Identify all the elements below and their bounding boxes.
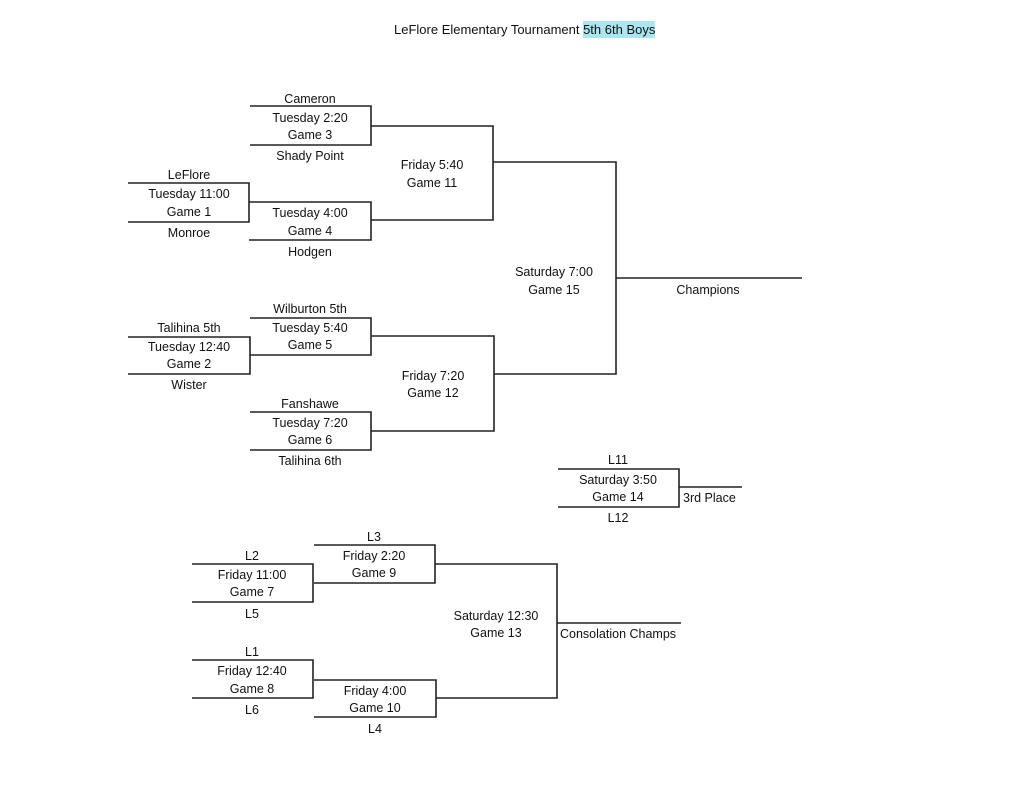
game-1-bottom-team: Monroe [167, 226, 211, 240]
game-15-bracket [493, 161, 617, 375]
game-1-time: Tuesday 11:00 [148, 187, 230, 201]
game-13-time: Saturday 12:30 [453, 609, 539, 623]
game-14-label: Game 14 [592, 490, 644, 504]
game-8-bracket [192, 659, 314, 699]
game-10-bottom-team: L4 [368, 722, 382, 736]
game-5-top-team: Wilburton 5th [273, 302, 347, 316]
game-8-bottom-team: L6 [245, 703, 259, 717]
game-14-bracket [558, 468, 680, 508]
game-6-time: Tuesday 7:20 [272, 416, 348, 430]
game-9-top-team: L3 [367, 530, 381, 544]
game-15-time: Saturday 7:00 [515, 265, 593, 279]
game-14-top-team: L11 [608, 453, 628, 467]
game-13-label: Game 13 [470, 626, 522, 640]
game-10-label: Game 10 [349, 701, 401, 715]
game-11-time: Friday 5:40 [400, 158, 464, 172]
game-3-top-team: Cameron [284, 92, 336, 106]
game-2-time: Tuesday 12:40 [147, 340, 231, 354]
game-2-label: Game 2 [166, 357, 212, 371]
page-title: LeFlore Elementary Tournament 5th 6th Bo… [394, 21, 656, 38]
game-1-label: Game 1 [166, 205, 212, 219]
game-5-time: Tuesday 5:40 [272, 321, 348, 335]
game-7-time: Friday 11:00 [217, 568, 287, 582]
game-7-bracket [192, 563, 314, 603]
game-9-label: Game 9 [351, 566, 397, 580]
game-10-time: Friday 4:00 [343, 684, 407, 698]
game-14-time: Saturday 3:50 [579, 473, 657, 487]
game-3-label: Game 3 [287, 128, 333, 142]
game-7-bottom-team: L5 [245, 607, 259, 621]
game-7-label: Game 7 [229, 585, 275, 599]
game-12-bracket [371, 335, 495, 432]
game-15-label: Game 15 [528, 283, 580, 297]
game-2-bottom-team: Wister [171, 378, 207, 392]
game-13-bracket [435, 563, 558, 699]
game-7-top-team: L2 [245, 549, 259, 563]
game-3-time: Tuesday 2:20 [272, 111, 348, 125]
game-14-bottom-team: L12 [607, 511, 629, 525]
game-9-time: Friday 2:20 [342, 549, 406, 563]
game-6-label: Game 6 [287, 433, 333, 447]
game-6-top-team: Fanshawe [281, 397, 339, 411]
game-4-time: Tuesday 4:00 [272, 206, 348, 220]
title-highlight: 5th 6th Boys [583, 21, 656, 38]
game-1-top-team: LeFlore [167, 168, 211, 182]
game-5-label: Game 5 [287, 338, 333, 352]
consolation-champs-label: Consolation Champs [560, 627, 677, 641]
game-8-time: Friday 12:40 [217, 664, 287, 678]
game-2-bracket [128, 336, 251, 375]
champions-label: Champions [676, 283, 740, 297]
game-4-bottom-team: Hodgen [288, 245, 332, 259]
game-4-bracket [249, 201, 372, 241]
game-12-label: Game 12 [407, 386, 459, 400]
game-3-bottom-team: Shady Point [276, 149, 344, 163]
game-8-top-team: L1 [245, 645, 259, 659]
game-2-top-team: Talihina 5th [157, 321, 221, 335]
game-6-bottom-team: Talihina 6th [278, 454, 342, 468]
game-4-label: Game 4 [287, 224, 333, 238]
game-11-label: Game 11 [406, 176, 458, 190]
game-8-label: Game 8 [229, 682, 275, 696]
game-11-bracket [371, 125, 494, 221]
game-12-time: Friday 7:20 [401, 369, 465, 383]
third-place-label: 3rd Place [683, 491, 736, 505]
